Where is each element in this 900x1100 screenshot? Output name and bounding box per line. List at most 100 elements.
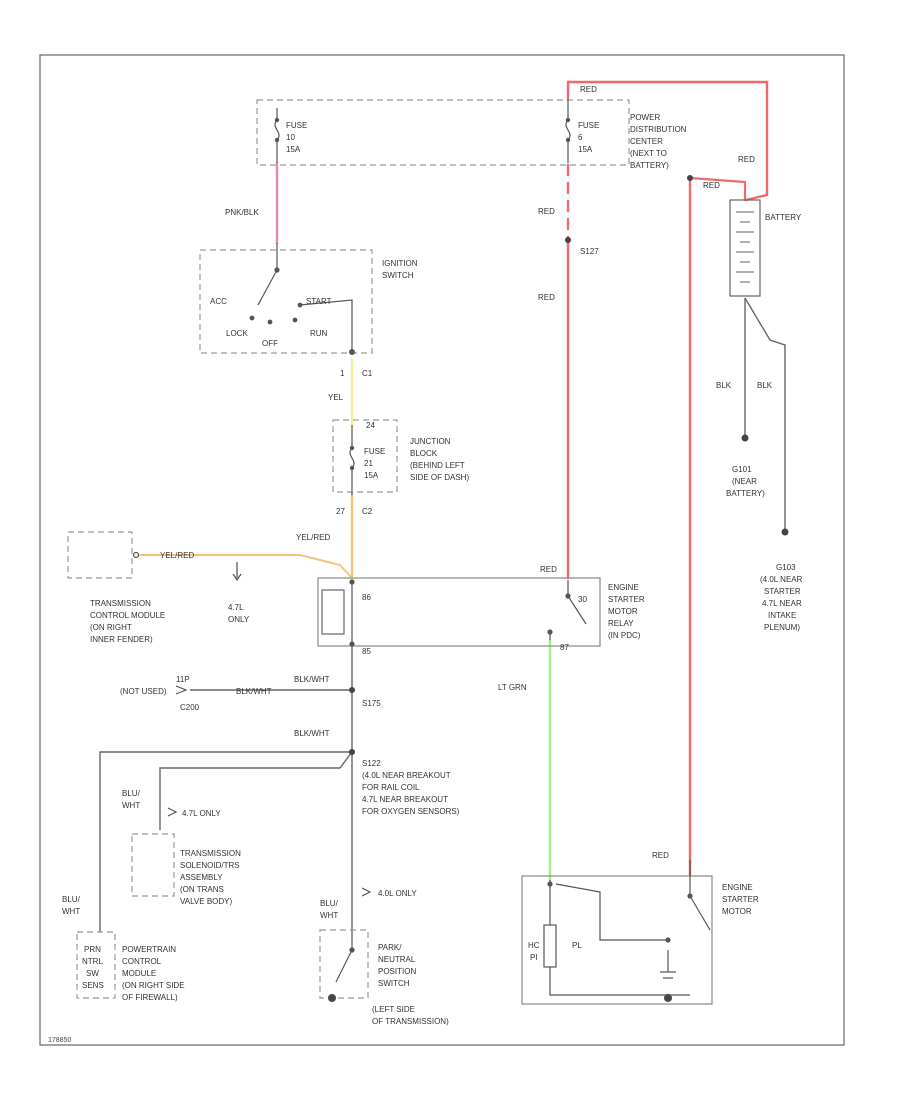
pcm-box-label-1: PRN — [84, 945, 101, 954]
starter-motor-label-3: MOTOR — [722, 907, 752, 916]
pcm-box — [76, 931, 116, 999]
relay-box — [317, 577, 601, 647]
yel-red-wire-label: YEL/RED — [160, 551, 194, 560]
relay-pin30-label: 30 — [578, 595, 587, 604]
park-neutral-label-2: NEUTRAL — [378, 955, 416, 964]
relay-contacts — [349, 579, 587, 647]
relay-coil — [321, 589, 345, 635]
pi-label: PI — [530, 953, 538, 962]
fuse-21-label-2: 21 — [364, 459, 373, 468]
fuse-6-label-2: 6 — [578, 133, 583, 142]
blk-wht2-label: BLK/WHT — [294, 675, 330, 684]
s122-label-5: FOR OXYGEN SENSORS) — [362, 807, 460, 816]
pcm-box-label-4: SENS — [82, 981, 104, 990]
ground-g103-dot — [781, 528, 789, 536]
pcm-label-1: POWERTRAIN — [122, 945, 176, 954]
park-neutral-box — [319, 929, 369, 999]
wire-yel-red-tcm — [139, 554, 353, 579]
relay-label-2: STARTER — [608, 595, 645, 604]
yel-red-left-label: YEL/RED — [296, 533, 330, 542]
fuse-6-label-3: 15A — [578, 145, 593, 154]
junction-label-4: SIDE OF DASH) — [410, 473, 469, 482]
ignition-label-1: IGNITION — [382, 259, 418, 268]
g101-label-2: (NEAR — [732, 477, 757, 486]
junction-label-3: (BEHIND LEFT — [410, 461, 465, 470]
starter-motor-box — [521, 875, 713, 1005]
only-47b-label: 4.7L ONLY — [182, 809, 221, 818]
start-label: START — [306, 297, 332, 306]
wire-blu-wht-pcm — [99, 751, 352, 932]
pdc-label-2: DISTRIBUTION — [630, 125, 687, 134]
c2-num-label: 27 — [336, 507, 345, 516]
park-neutral-label-3: POSITION — [378, 967, 416, 976]
tcm-label-4: INNER FENDER) — [90, 635, 153, 644]
tcm-ground-arrow — [232, 573, 242, 582]
s122-label-2: (4.0L NEAR BREAKOUT — [362, 771, 451, 780]
blu-wht-c-label-1: BLU/ — [320, 899, 339, 908]
tcm-label-3: (ON RIGHT — [90, 623, 132, 632]
g103-label-5: INTAKE — [768, 611, 796, 620]
figure-id: 178850 — [48, 1037, 72, 1044]
pcm-label-5: OF FIREWALL) — [122, 993, 178, 1002]
relay-label-5: (IN PDC) — [608, 631, 641, 640]
tcm-label-1: TRANSMISSION — [90, 599, 151, 608]
only-40-label: 4.0L ONLY — [378, 889, 417, 898]
solenoid-label-3: ASSEMBLY — [180, 873, 223, 882]
pcm-label-4: (ON RIGHT SIDE — [122, 981, 185, 990]
starter-motor-label-1: ENGINE — [722, 883, 753, 892]
junction-label-2: BLOCK — [410, 449, 438, 458]
only-40-arrow — [361, 887, 372, 897]
splice-s175 — [349, 687, 355, 693]
s122-label-1: S122 — [362, 759, 381, 768]
tcm-pin — [132, 551, 140, 559]
solenoid-box — [131, 833, 175, 897]
relay-pin86-label: 86 — [362, 593, 371, 602]
pcm-label-2: CONTROL — [122, 957, 162, 966]
c200-label: C200 — [180, 703, 200, 712]
only-47-label-2: ONLY — [228, 615, 250, 624]
fuse-21-label-1: FUSE — [364, 447, 385, 456]
pnk-blk-label: PNK/BLK — [225, 208, 259, 217]
park-neutral-label-4: SWITCH — [378, 979, 410, 988]
solenoid-label-1: TRANSMISSION — [180, 849, 241, 858]
fuse-6-label-1: FUSE — [578, 121, 599, 130]
fuse-10-label-1: FUSE — [286, 121, 307, 130]
g103-label-6: PLENUM) — [764, 623, 800, 632]
ground-g101-dot — [741, 434, 749, 442]
red-mid2-label: RED — [538, 293, 555, 302]
g101-label-3: BATTERY) — [726, 489, 765, 498]
pl-label: PL — [572, 941, 582, 950]
blu-wht-b-label-1: BLU/ — [62, 895, 81, 904]
blu-wht-b-label-2: WHT — [62, 907, 80, 916]
fuse-10-label-3: 15A — [286, 145, 301, 154]
relay-pin85-label: 85 — [362, 647, 371, 656]
park-neutral-contact — [327, 935, 355, 1003]
fuse-21 — [349, 425, 355, 495]
off-label: OFF — [262, 339, 278, 348]
only-47-label-1: 4.7L — [228, 603, 244, 612]
ignition-switch-box — [199, 249, 373, 354]
blu-wht-a-label-1: BLU/ — [122, 789, 141, 798]
starter-motor-internals — [543, 860, 711, 1003]
park-neutral-label-1: PARK/ — [378, 943, 402, 952]
pdc-label-5: BATTERY) — [630, 161, 669, 170]
jb-pin-top-label: 24 — [366, 421, 375, 430]
fuse-21-label-3: 15A — [364, 471, 379, 480]
c1-num-label: 1 — [340, 369, 345, 378]
lt-grn-label: LT GRN — [498, 683, 527, 692]
park-neutral-label-6: OF TRANSMISSION) — [372, 1017, 449, 1026]
relay-pin87-label: 87 — [560, 643, 569, 652]
tcm-label-2: CONTROL MODULE — [90, 611, 165, 620]
red-relay-label: RED — [540, 565, 557, 574]
fuse-10 — [274, 108, 280, 163]
ground-wires — [99, 297, 786, 935]
junction-block-box — [332, 419, 398, 493]
starter-motor-label-2: STARTER — [722, 895, 759, 904]
pdc-label-3: CENTER — [630, 137, 663, 146]
pcm-box-label-2: NTRL — [82, 957, 103, 966]
relay-label-1: ENGINE — [608, 583, 639, 592]
g103-label-4: 4.7L NEAR — [762, 599, 802, 608]
battery-cells — [736, 211, 754, 283]
splice-s122 — [349, 749, 355, 755]
red-top-label: RED — [580, 85, 597, 94]
